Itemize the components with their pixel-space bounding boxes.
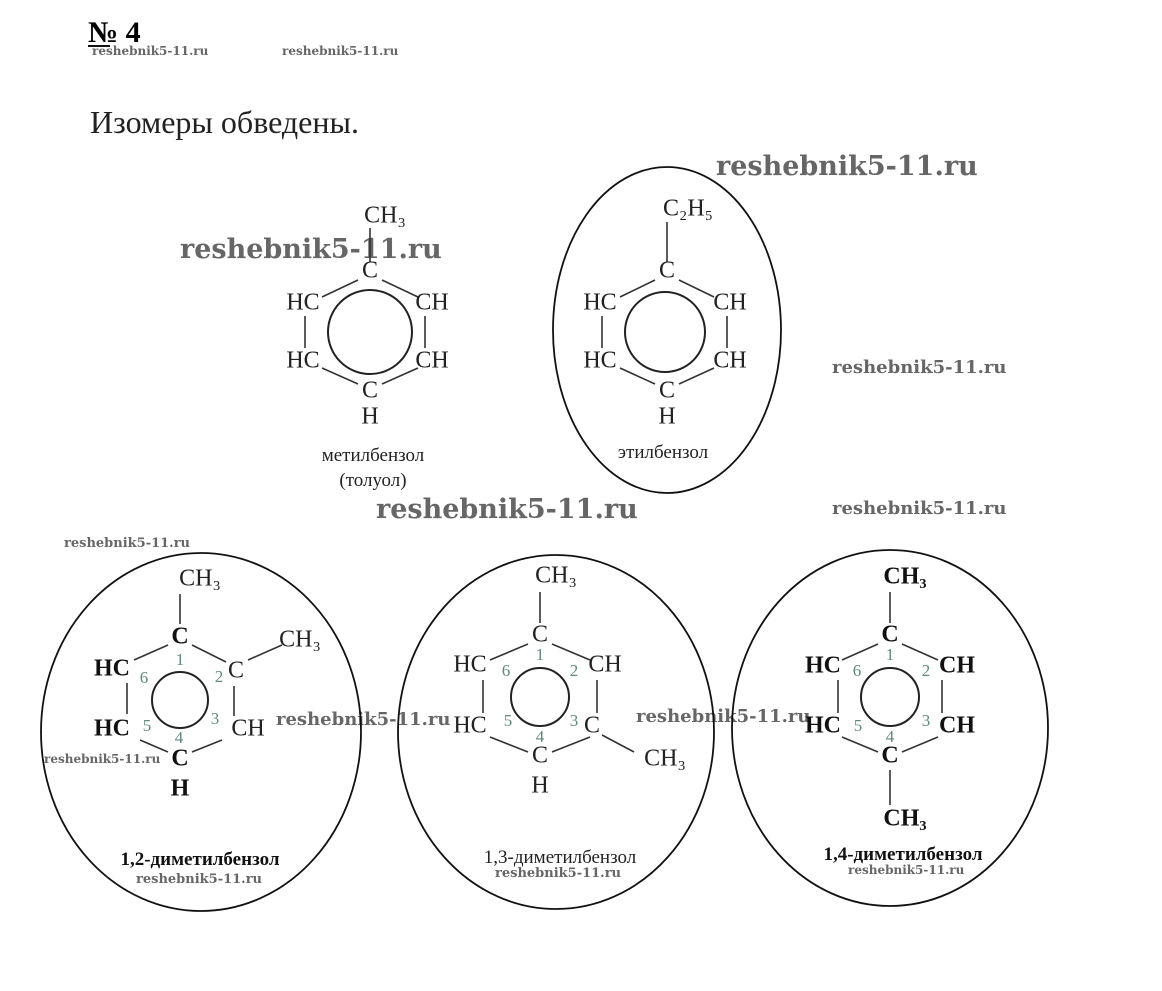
position-number: 5 (854, 716, 863, 735)
position-number: 4 (886, 727, 895, 746)
substituent-label: C₂H₅ (663, 196, 713, 222)
atom-label: HC (805, 653, 841, 679)
atom-label: HC (805, 713, 841, 739)
molecule-1-2-dimethylbenzene: CH₃ CH₃ C HC C HC CH C H 1 2 3 4 5 6 1,2… (40, 552, 362, 912)
atom-label: HC (286, 348, 319, 374)
molecule-toluene: CH₃ C HC CH HC CH C H метилбензол (толуо… (286, 203, 448, 492)
atom-label: C (532, 743, 548, 769)
watermark: reshebnik5-11.ru (376, 494, 638, 525)
atom-label: CH (939, 653, 975, 679)
molecule-name: 1,2-диметилбензол (120, 849, 279, 870)
atom-label: H (658, 404, 675, 430)
isomer-circle (552, 166, 782, 494)
atom-label: CH (939, 713, 975, 739)
watermark: reshebnik5-11.ru (180, 234, 442, 265)
molecule-name: метилбензол (322, 445, 425, 466)
atom-label: C (171, 746, 188, 772)
watermark: reshebnik5-11.ru (44, 752, 161, 766)
watermark: reshebnik5-11.ru (832, 498, 1006, 519)
watermark: reshebnik5-11.ru (848, 863, 965, 877)
atom-label: H (531, 773, 548, 799)
position-number: 5 (504, 711, 513, 730)
watermark: reshebnik5-11.ru (636, 706, 810, 727)
atom-label: C (362, 258, 378, 284)
substituent-label: CH₃ (883, 806, 926, 832)
atom-label: HC (94, 716, 130, 742)
molecule-1-3-dimethylbenzene: CH₃ C HC CH HC C C H CH₃ 1 2 3 4 5 6 1,3… (397, 554, 715, 910)
molecule-alt-name: (толуол) (339, 470, 406, 491)
position-number: 1 (886, 645, 895, 664)
watermark: reshebnik5-11.ru (92, 44, 209, 58)
watermark: reshebnik5-11.ru (64, 536, 190, 551)
substituent-label: CH₃ (644, 746, 686, 772)
subtitle: Изомеры обведены. (90, 104, 359, 140)
watermark: reshebnik5-11.ru (832, 357, 1006, 378)
atom-label: CH (231, 716, 264, 742)
atom-label: C (532, 622, 548, 648)
substituent-label: CH₃ (364, 203, 406, 229)
isomer-circle (731, 549, 1049, 907)
isomer-circle (40, 552, 362, 912)
watermark: reshebnik5-11.ru (282, 44, 399, 58)
substituent-label: CH₃ (179, 566, 221, 592)
atom-label: CH (415, 348, 448, 374)
atom-label: C (584, 713, 600, 739)
atom-label: CH (415, 290, 448, 316)
substituent-label: CH₃ (883, 564, 926, 590)
molecule-name: 1,4-диметилбензол (823, 844, 982, 865)
atom-label: C (362, 378, 378, 404)
atom-label: C (659, 378, 675, 404)
position-number: 1 (536, 645, 545, 664)
position-number: 3 (570, 711, 579, 730)
atom-label: HC (453, 652, 486, 678)
position-number: 4 (536, 727, 545, 746)
isomer-circle (397, 554, 715, 910)
atom-label: HC (583, 290, 616, 316)
position-number: 4 (175, 728, 184, 747)
position-number: 2 (215, 667, 224, 686)
position-number: 2 (922, 661, 931, 680)
position-number: 2 (570, 661, 579, 680)
watermark: reshebnik5-11.ru (716, 151, 978, 182)
atom-label: C (228, 658, 244, 684)
atom-label: CH (713, 290, 746, 316)
atom-label: H (171, 776, 190, 802)
position-number: 6 (140, 668, 149, 687)
atom-label: CH (713, 348, 746, 374)
watermark: reshebnik5-11.ru (495, 866, 621, 881)
molecule-name: 1,3-диметилбензол (484, 847, 637, 868)
atom-label: H (361, 404, 378, 430)
atom-label: HC (453, 713, 486, 739)
molecule-ethylbenzene: C₂H₅ C HC CH HC CH C H этилбензол (552, 166, 782, 494)
atom-label: C (881, 622, 898, 648)
position-number: 3 (211, 709, 220, 728)
position-number: 5 (143, 716, 152, 735)
atom-label: CH (588, 652, 621, 678)
atom-label: C (881, 743, 898, 769)
atom-label: C (659, 258, 675, 284)
substituent-label: CH₃ (535, 563, 577, 589)
position-number: 6 (853, 661, 862, 680)
atom-label: C (171, 624, 188, 650)
watermark: reshebnik5-11.ru (136, 872, 262, 887)
position-number: 6 (502, 661, 511, 680)
molecule-1-4-dimethylbenzene: CH₃ C HC CH HC CH C CH₃ 1 2 3 4 5 6 1,4-… (731, 549, 1049, 907)
atom-label: HC (286, 290, 319, 316)
atom-label: HC (583, 348, 616, 374)
molecule-name: этилбензол (618, 442, 709, 463)
problem-number: № 4 (88, 16, 141, 49)
atom-label: HC (94, 656, 130, 682)
substituent-label: CH₃ (279, 627, 321, 653)
position-number: 1 (176, 650, 185, 669)
position-number: 3 (922, 711, 931, 730)
watermark: reshebnik5-11.ru (276, 709, 450, 730)
